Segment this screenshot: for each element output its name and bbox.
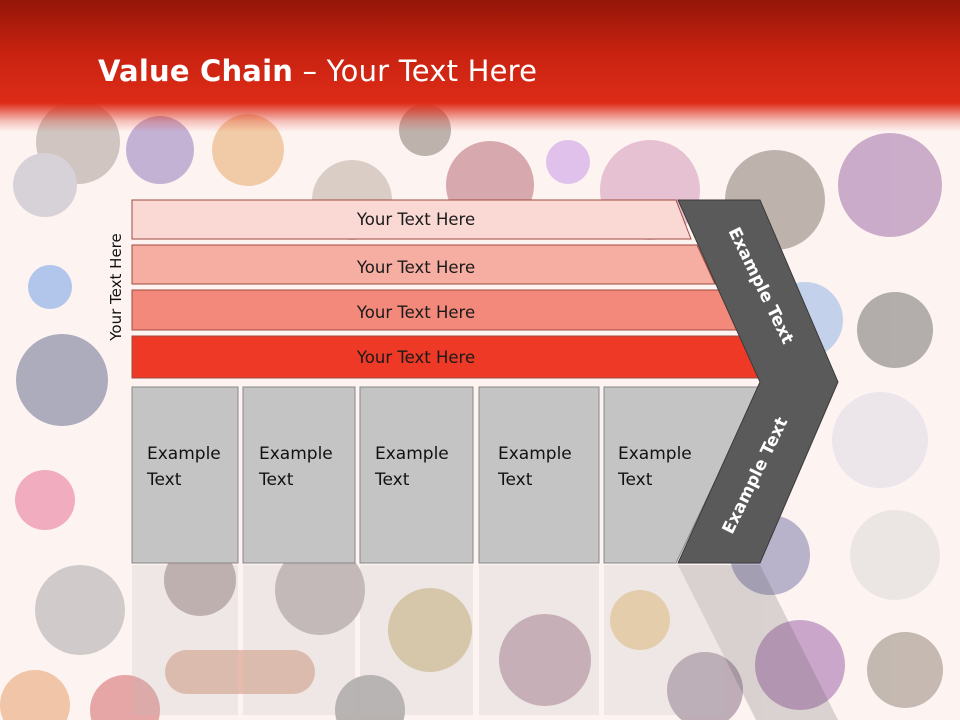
column-4-line2: Text <box>497 470 533 490</box>
column-5-line2: Text <box>617 470 653 490</box>
column-2-box <box>242 386 356 564</box>
slide-title-bold: Value Chain <box>98 54 294 88</box>
band-1: Your Text Here <box>131 199 692 240</box>
column-1-box <box>131 386 239 564</box>
chevron-arrow-shape <box>677 199 839 564</box>
column-2: Example Text <box>242 386 356 564</box>
column-2-line2: Text <box>258 470 294 490</box>
title-bar: Value Chain – Your Text Here <box>0 0 960 132</box>
column-5: Example Text <box>603 386 761 564</box>
arrow-reflection <box>678 565 838 720</box>
column-reflection <box>360 565 473 715</box>
column-4: Example Text <box>478 386 600 564</box>
band-4: Your Text Here <box>131 335 763 379</box>
side-label: Your Text Here <box>107 233 125 341</box>
column-5-line1: Example <box>618 444 692 464</box>
band-4-label: Your Text Here <box>356 348 475 367</box>
band-2-label: Your Text Here <box>356 258 475 277</box>
band-2: Your Text Here <box>131 244 716 285</box>
column-3-line1: Example <box>375 444 449 464</box>
column-reflection <box>243 565 355 715</box>
column-4-line1: Example <box>498 444 572 464</box>
column-3-line2: Text <box>374 470 410 490</box>
column-reflection <box>604 565 724 715</box>
column-1-line2: Text <box>146 470 182 490</box>
slide-title-rest: – Your Text Here <box>293 54 538 88</box>
band-1-shape <box>131 199 692 240</box>
column-reflection <box>132 565 238 715</box>
band-2-shape <box>131 244 716 285</box>
column-5-box <box>603 386 761 564</box>
column-1: Example Text <box>131 386 239 564</box>
column-1-line1: Example <box>147 444 221 464</box>
band-3: Your Text Here <box>131 289 740 331</box>
slide-title: Value Chain – Your Text Here <box>98 54 537 88</box>
column-4-box <box>478 386 600 564</box>
band-3-label: Your Text Here <box>356 303 475 322</box>
column-reflection <box>479 565 599 715</box>
band-1-label: Your Text Here <box>356 210 475 229</box>
column-3: Example Text <box>359 386 474 564</box>
column-3-box <box>359 386 474 564</box>
diagram-reflection <box>132 565 838 720</box>
column-2-line1: Example <box>259 444 333 464</box>
